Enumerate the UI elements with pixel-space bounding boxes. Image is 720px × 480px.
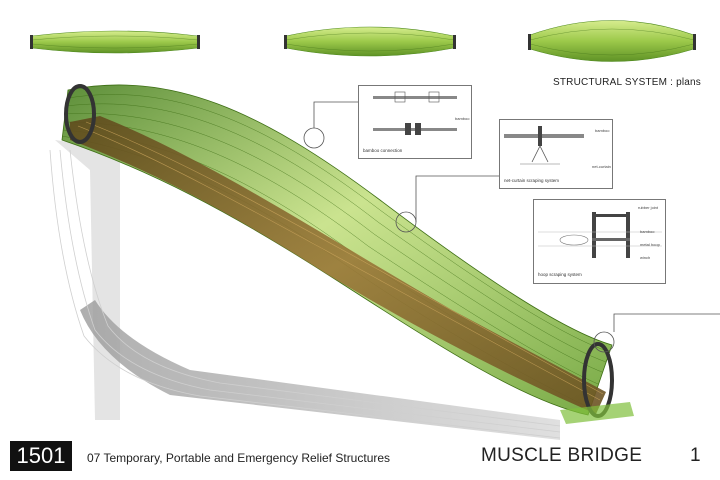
detail-1-tag-bamboo: bamboo xyxy=(455,116,470,121)
detail-2-tag-net-curtain: net-curtain xyxy=(592,164,611,169)
plan-view-3 xyxy=(528,20,696,62)
plan-view-2 xyxy=(284,26,456,57)
detail-3-tag-winch: winch xyxy=(640,255,651,260)
detail-hoop-scraping: rubber joint bamboo metal hoop winch hoo… xyxy=(533,199,666,284)
detail-2-caption: net-curtain scraping system xyxy=(504,178,560,183)
bridge-tube xyxy=(61,84,634,424)
project-title: MUSCLE BRIDGE xyxy=(481,445,643,466)
detail-3-tag-metal-hoop: metal hoop xyxy=(640,242,660,247)
detail-3-tag-bamboo: bamboo xyxy=(640,229,655,234)
plan-view-1 xyxy=(30,30,200,54)
detail-1-caption: bamboo connection xyxy=(363,148,403,153)
bamboo-connection-drawing xyxy=(373,91,457,135)
net-curtain-drawing xyxy=(504,126,584,165)
panel-number-badge: 1501 xyxy=(10,441,72,471)
category-label: 07 Temporary, Portable and Emergency Rel… xyxy=(87,451,391,465)
hoop-scraping-drawing xyxy=(538,212,662,258)
support-shadow xyxy=(49,140,561,440)
detail-net-curtain-scraping: bamboo net-curtain net-curtain scraping … xyxy=(499,119,613,189)
page-number: 1 xyxy=(690,445,701,466)
detail-callouts xyxy=(303,101,720,353)
detail-bamboo-connection: bamboo bamboo connection xyxy=(358,85,472,159)
detail-2-tag-bamboo: bamboo xyxy=(595,128,610,133)
detail-3-tag-rubber-joint: rubber joint xyxy=(638,205,659,210)
detail-3-caption: hoop scraping system xyxy=(538,272,582,277)
section-title: STRUCTURAL SYSTEM : plans xyxy=(553,77,701,88)
